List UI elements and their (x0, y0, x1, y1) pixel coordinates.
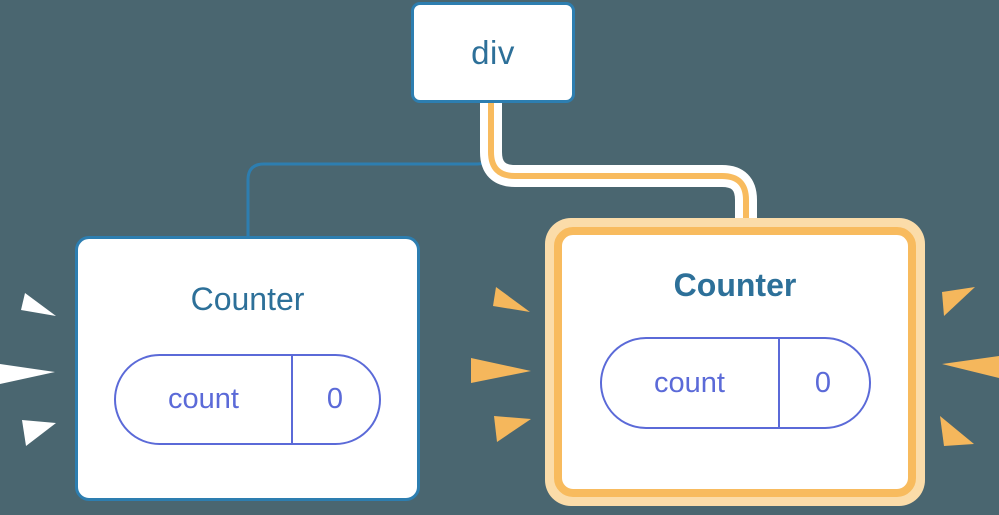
prop-pill-value: 0 (777, 339, 867, 427)
burst-left (0, 293, 56, 446)
ray-right-middle (942, 356, 999, 378)
ray-right-upper (942, 287, 975, 316)
node-counter-right-title: Counter (673, 267, 797, 303)
node-counter-right-inner: Counter count 0 (554, 227, 916, 497)
burst-middle (471, 287, 531, 442)
ray-right-lower (940, 416, 974, 446)
ray-left-upper (21, 293, 56, 316)
prop-pill-key: count (654, 366, 725, 399)
node-div-title: div (471, 34, 515, 71)
prop-pill-count-right[interactable]: count 0 (599, 337, 871, 429)
prop-pill-key: count (168, 383, 239, 415)
edge-div-to-counter-left (246, 103, 495, 236)
edge-div-to-counter-right (488, 103, 749, 240)
ray-middle-lower (494, 416, 531, 442)
ray-left-middle (0, 364, 55, 384)
ray-middle-upper (493, 287, 530, 312)
burst-right (940, 287, 999, 446)
node-counter-left[interactable]: Counter count 0 (75, 236, 420, 501)
prop-pill-value: 0 (291, 356, 377, 443)
ray-left-lower (22, 420, 56, 446)
node-counter-left-title: Counter (190, 281, 305, 317)
ray-middle-middle (471, 358, 531, 383)
node-counter-right[interactable]: Counter count 0 (545, 218, 925, 506)
node-div[interactable]: div (411, 2, 575, 103)
prop-pill-count-left[interactable]: count 0 (114, 354, 381, 445)
